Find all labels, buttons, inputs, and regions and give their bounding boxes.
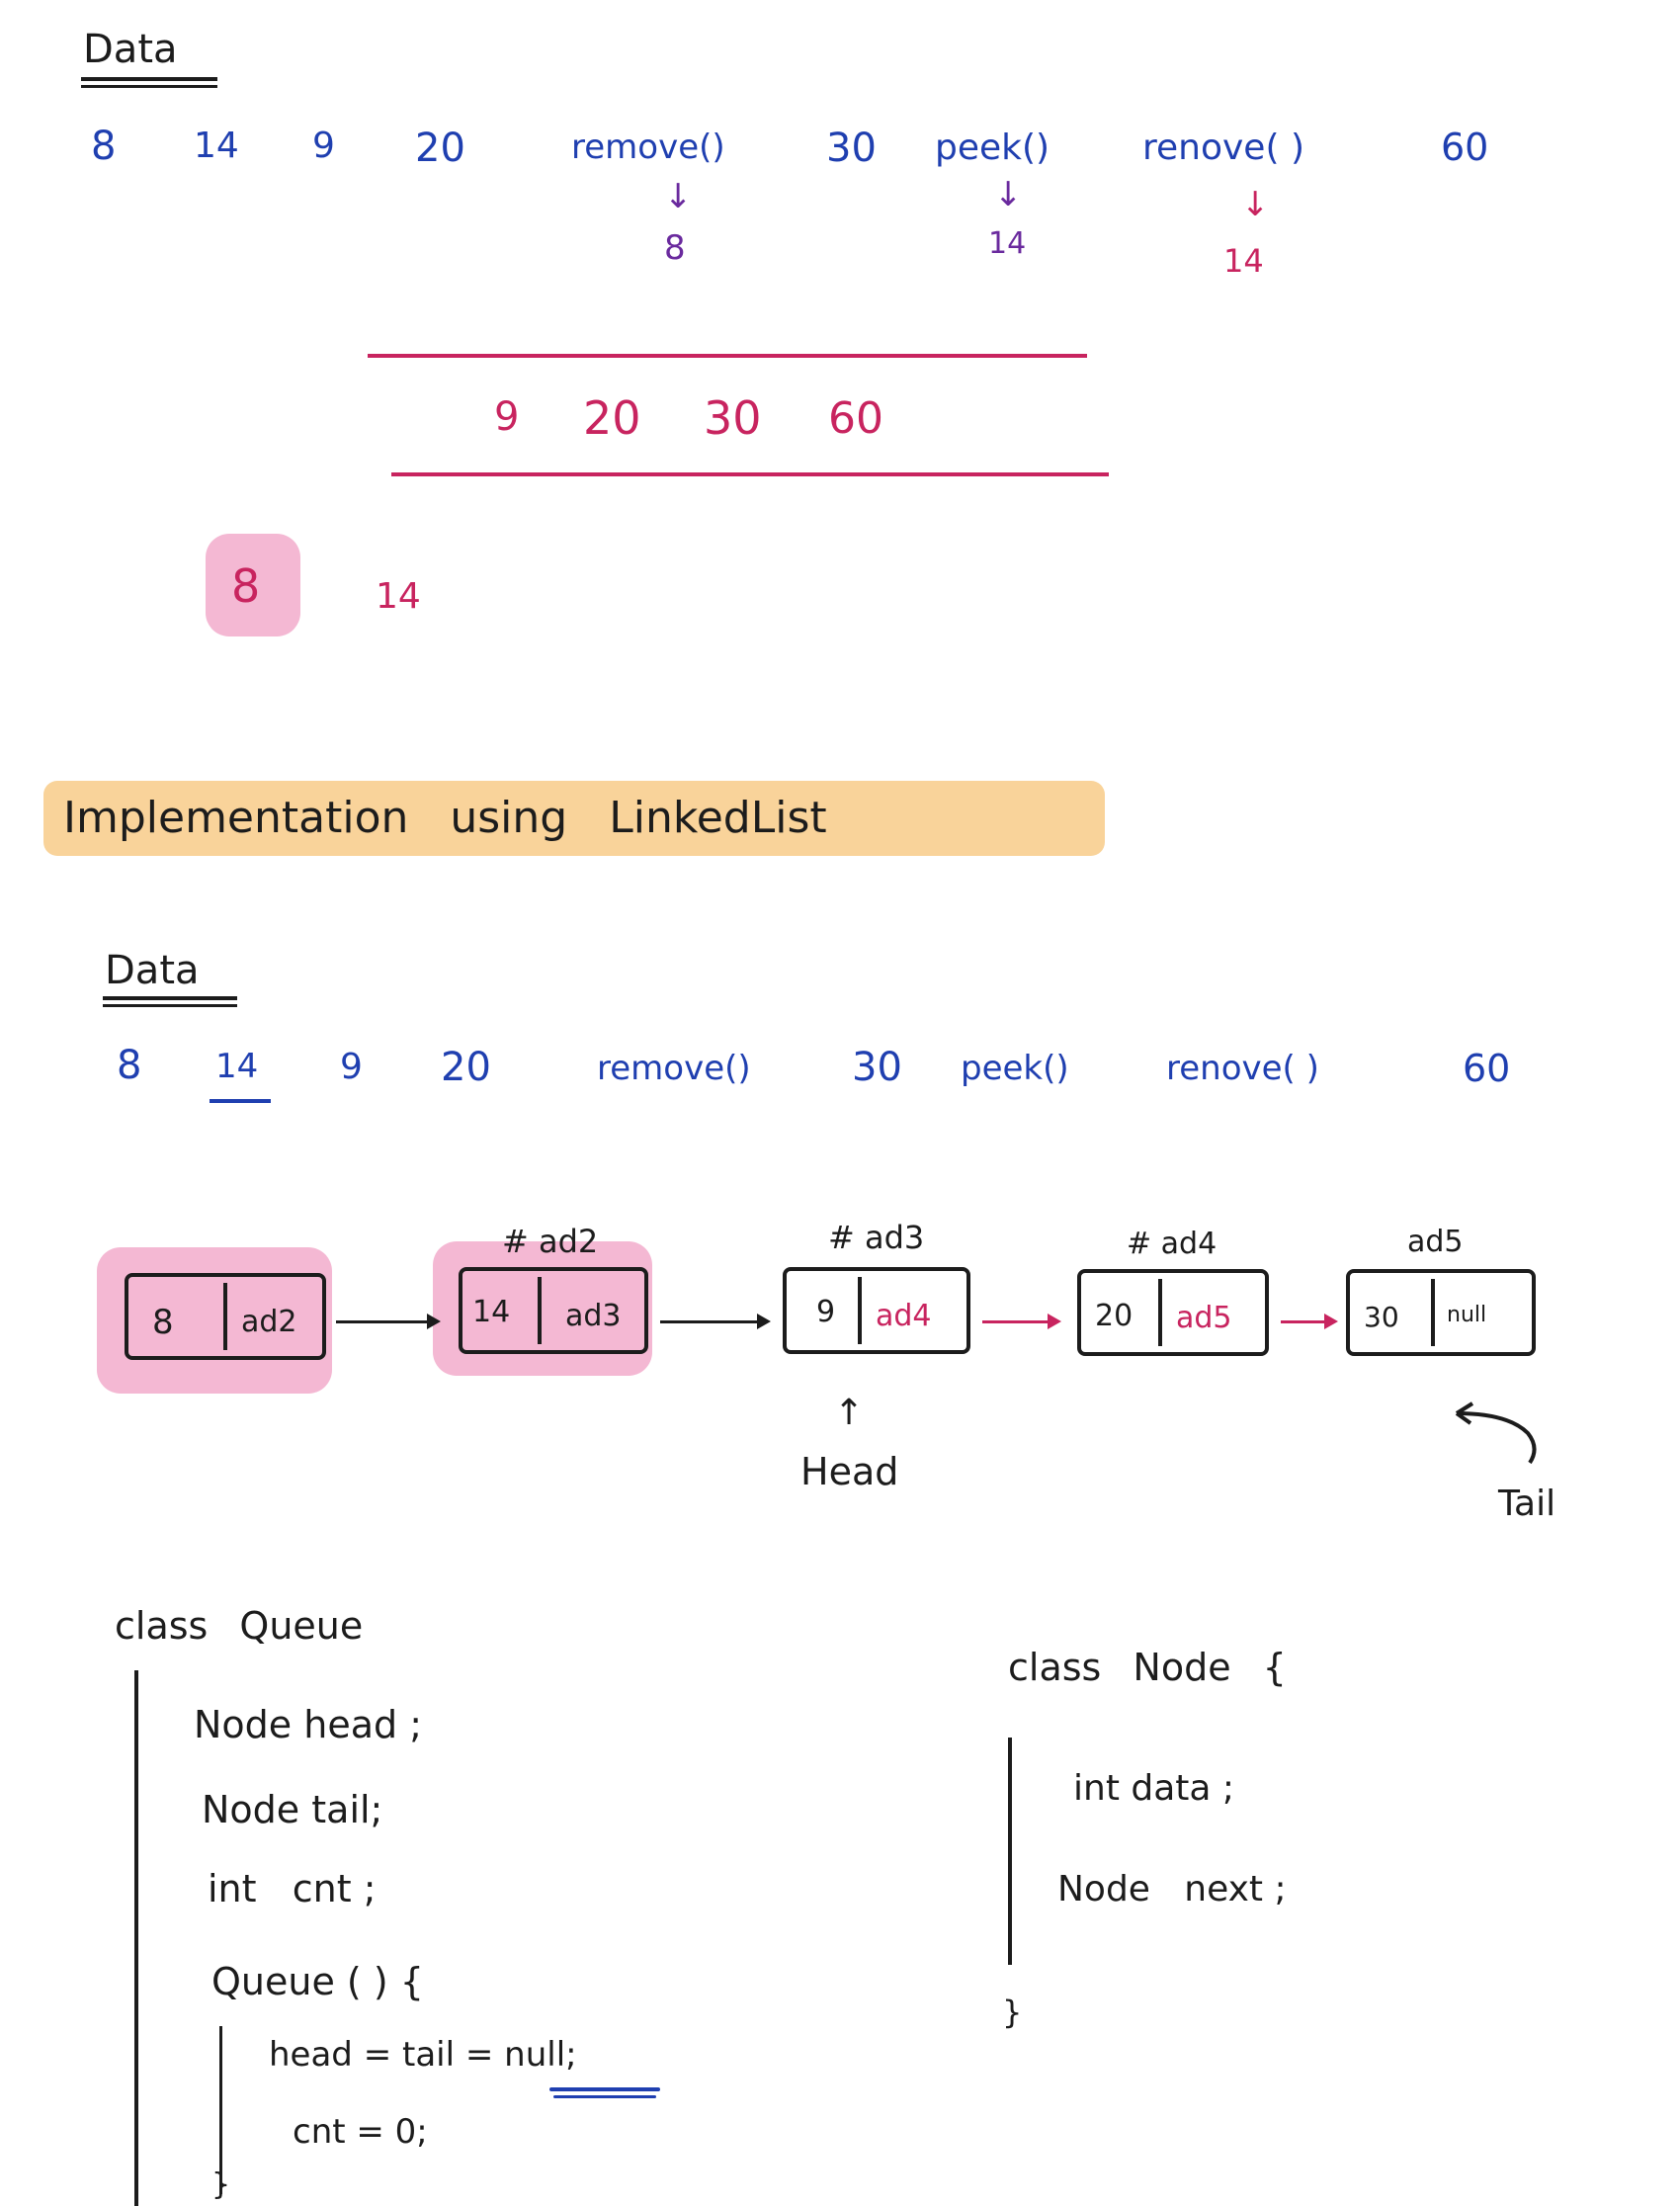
sequence-op: renove( ): [1142, 127, 1304, 168]
removed-highlight: [206, 534, 300, 636]
node-address: ad5: [1407, 1225, 1464, 1259]
remove-result: 14: [1223, 242, 1264, 280]
list-node: 30 null: [1346, 1269, 1536, 1356]
next-link: [336, 1320, 429, 1323]
sequence-item: 20: [415, 126, 465, 171]
node-value: 9: [816, 1295, 836, 1329]
class-scope-line: [1008, 1738, 1012, 1965]
sequence-item: 8: [91, 124, 117, 169]
arrow-head-icon: [1324, 1314, 1338, 1329]
queue-item: 20: [583, 391, 641, 445]
node-next: ad3: [565, 1299, 622, 1333]
constructor-close: }: [211, 2167, 231, 2202]
node-value: 14: [472, 1295, 511, 1329]
removed-value: 14: [376, 576, 421, 617]
node-next: ad4: [876, 1299, 932, 1333]
tail-pointer-icon: [1455, 1401, 1537, 1465]
next-link: [1281, 1320, 1326, 1323]
constructor-scope-line: [219, 2026, 222, 2194]
node-value: 8: [152, 1303, 174, 1342]
peek-result: 14: [988, 226, 1027, 261]
sequence-item: 30: [852, 1045, 902, 1090]
arrow-head-icon: [427, 1314, 441, 1329]
sequence-underline: [210, 1099, 271, 1103]
tail-label: Tail: [1498, 1484, 1556, 1524]
sequence-item: 9: [312, 126, 335, 166]
sequence-item: 14: [215, 1047, 259, 1086]
node-value: 30: [1364, 1301, 1399, 1333]
heading-underline: [81, 85, 217, 88]
node-next: ad5: [1176, 1301, 1232, 1335]
node-next: null: [1447, 1303, 1487, 1327]
constructor-statement: head = tail = null;: [269, 2035, 577, 2075]
head-label: Head: [800, 1450, 899, 1493]
heading-underline: [103, 1004, 237, 1007]
queue-item: 9: [494, 394, 520, 440]
banner-highlight: [43, 781, 1105, 856]
sequence-op: remove(): [597, 1049, 751, 1088]
null-underline: [549, 2087, 660, 2091]
queue-class-header: class Queue: [115, 1604, 364, 1648]
queue-top-line: [368, 354, 1087, 358]
next-link: [982, 1320, 1050, 1323]
null-underline: [553, 2095, 656, 2098]
remove-result: 8: [664, 228, 686, 268]
sequence-item: 30: [826, 126, 877, 171]
node-address: # ad4: [1127, 1227, 1218, 1261]
sequence-op: peek(): [961, 1049, 1069, 1088]
node-address: # ad2: [502, 1223, 599, 1260]
node-divider: [858, 1277, 862, 1344]
section1-heading: Data: [83, 27, 178, 72]
node-class-header: class Node {: [1008, 1646, 1287, 1689]
queue-constructor: Queue ( ) {: [211, 1960, 424, 2003]
node-divider: [1431, 1279, 1435, 1346]
queue-item: 60: [828, 393, 883, 444]
node-divider: [223, 1283, 227, 1350]
sequence-op: remove(): [571, 127, 725, 167]
down-arrow-icon: ↓: [664, 177, 693, 216]
sequence-item: 9: [340, 1047, 363, 1087]
up-arrow-icon: ↑: [834, 1393, 865, 1433]
class-scope-line: [134, 1670, 138, 2206]
section2-heading: Data: [105, 948, 200, 993]
heading-underline: [81, 77, 217, 81]
sequence-item: 60: [1463, 1047, 1511, 1090]
queue-item: 30: [704, 391, 762, 445]
queue-field: Node head ;: [194, 1703, 423, 1746]
queue-field: Node tail;: [202, 1788, 383, 1831]
sequence-op: renove( ): [1166, 1049, 1319, 1088]
sequence-item: 20: [441, 1045, 491, 1090]
constructor-statement: cnt = 0;: [293, 2112, 428, 2152]
list-node: 14 ad3: [459, 1267, 648, 1354]
node-field: Node next ;: [1057, 1869, 1287, 1909]
arrow-head-icon: [757, 1314, 771, 1329]
banner-title: Implementation using LinkedList: [63, 793, 827, 843]
down-arrow-icon: ↓: [994, 175, 1023, 214]
arrow-head-icon: [1048, 1314, 1061, 1329]
node-divider: [1158, 1279, 1162, 1346]
sequence-item: 14: [194, 126, 239, 166]
node-class-close: }: [1002, 1994, 1023, 2031]
next-link: [660, 1320, 759, 1323]
node-field: int data ;: [1073, 1768, 1235, 1809]
node-divider: [538, 1277, 542, 1344]
list-node: 8 ad2: [125, 1273, 326, 1360]
removed-value: 8: [231, 559, 261, 613]
list-node: 20 ad5: [1077, 1269, 1269, 1356]
removed-node-highlight: [97, 1247, 332, 1394]
list-node: 9 ad4: [783, 1267, 970, 1354]
heading-underline: [103, 996, 237, 1000]
sequence-item: 8: [117, 1043, 142, 1088]
sequence-item: 60: [1441, 126, 1489, 169]
node-next: ad2: [241, 1305, 297, 1339]
down-arrow-icon: ↓: [1241, 185, 1270, 224]
node-value: 20: [1095, 1299, 1134, 1333]
sequence-op: peek(): [935, 127, 1050, 168]
queue-bottom-line: [391, 472, 1109, 476]
queue-field: int cnt ;: [208, 1867, 377, 1910]
node-address: # ad3: [828, 1219, 925, 1256]
